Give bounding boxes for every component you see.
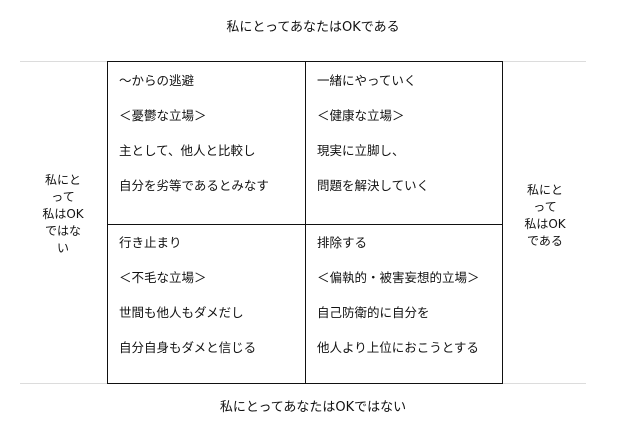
quadrant-heading: 行き止まり <box>119 235 182 250</box>
quadrant-description: 他人より上位におこうとする <box>317 340 479 355</box>
quadrant-bottom-right: 排除する ＜偏執的・被害妄想的立場＞ 自己防衛的に自分を 他人より上位におこうと… <box>317 234 480 374</box>
vertical-divider <box>305 62 306 383</box>
quadrant-position: ＜憂鬱な立場＞ <box>119 108 207 123</box>
left-axis-line: ではな <box>44 224 81 238</box>
quadrant-bottom-left: 行き止まり ＜不毛な立場＞ 世間も他人もダメだし 自分自身もダメと信じる <box>119 234 256 374</box>
quadrant-description: 問題を解決していく <box>317 178 430 193</box>
quadrant-heading: 排除する <box>317 235 368 250</box>
quadrant-description: 現実に立脚し、 <box>317 143 405 158</box>
quadrant-grid: 〜からの逃避 ＜憂鬱な立場＞ 主として、他人と比較し 自分を劣等であるとみなす … <box>107 61 503 384</box>
left-axis-line: い <box>56 241 69 255</box>
right-axis-line: って <box>533 200 557 214</box>
top-axis-label: 私にとってあなたはOKである <box>226 20 400 35</box>
quadrant-top-right: 一緒にやっていく ＜健康な立場＞ 現実に立脚し、 問題を解決していく <box>317 72 429 212</box>
quadrant-position: ＜不毛な立場＞ <box>119 270 207 285</box>
quadrant-description: 自分自身もダメと信じる <box>119 340 257 355</box>
right-axis-line: 私にと <box>526 183 563 197</box>
left-axis-line: って <box>51 190 75 204</box>
right-axis-label: 私にと って 私はOK である <box>512 182 578 250</box>
quadrant-description: 自分を劣等であるとみなす <box>119 178 269 193</box>
quadrant-description: 主として、他人と比較し <box>119 143 256 158</box>
left-axis-label: 私にと って 私はOK ではな い <box>30 172 96 257</box>
quadrant-heading: 〜からの逃避 <box>119 73 195 88</box>
horizontal-divider <box>108 224 502 225</box>
quadrant-description: 世間も他人もダメだし <box>119 305 244 320</box>
right-axis-line: である <box>527 234 563 248</box>
quadrant-top-left: 〜からの逃避 ＜憂鬱な立場＞ 主として、他人と比較し 自分を劣等であるとみなす <box>119 72 269 212</box>
quadrant-heading: 一緒にやっていく <box>317 73 417 88</box>
left-axis-line: 私はOK <box>42 207 84 221</box>
quadrant-position: ＜偏執的・被害妄想的立場＞ <box>317 270 480 285</box>
quadrant-position: ＜健康な立場＞ <box>317 108 405 123</box>
right-axis-line: 私はOK <box>524 217 566 231</box>
left-axis-line: 私にと <box>44 173 81 187</box>
bottom-axis-label: 私にとってあなたはOKではない <box>219 400 407 415</box>
quadrant-description: 自己防衛的に自分を <box>317 305 430 320</box>
